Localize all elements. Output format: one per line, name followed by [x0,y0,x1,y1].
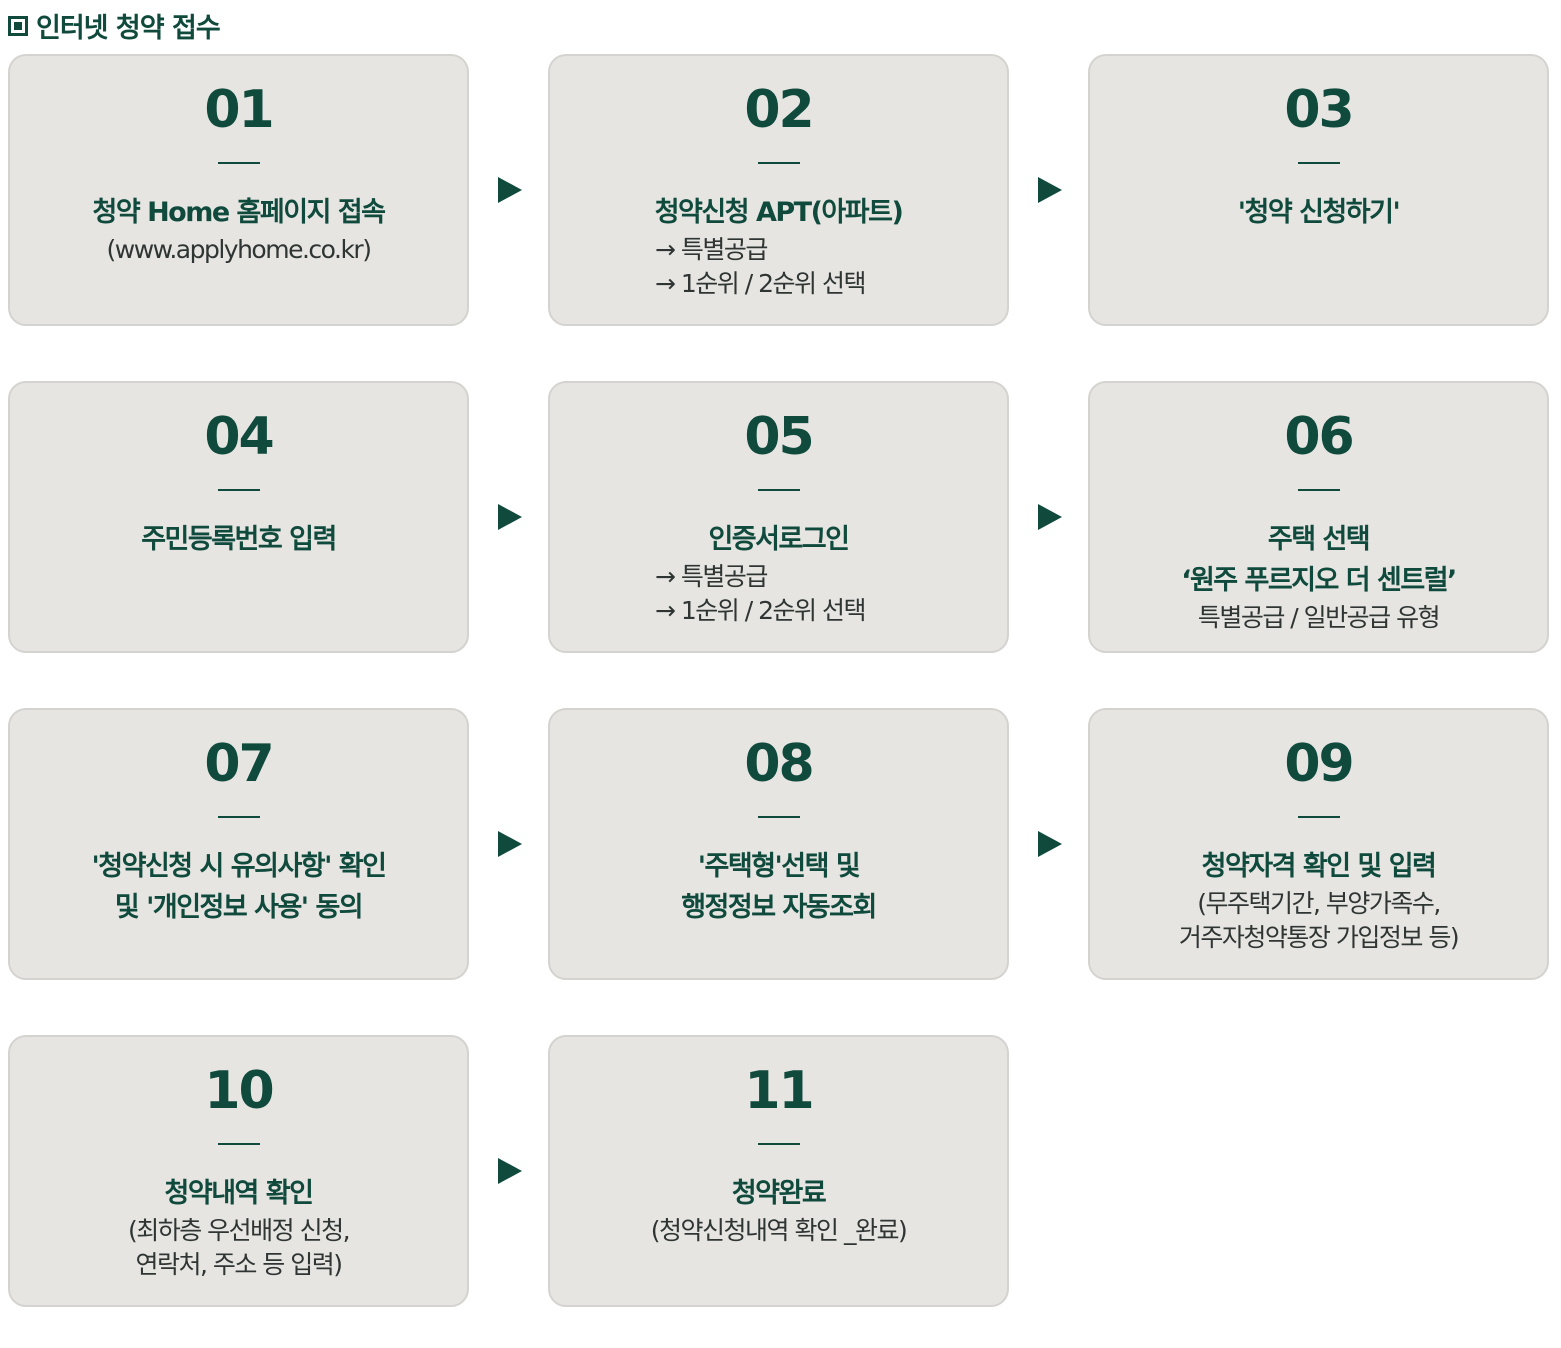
step-number: 09 [1284,734,1354,794]
step-title: 청약 Home 홈페이지 접속 [92,197,386,228]
next-arrow-icon [1038,504,1062,530]
step-title-line2: 행정정보 자동조회 [681,892,877,923]
step-card-02: 02 청약신청 APT(아파트) → 특별공급 → 1순위 / 2순위 선택 [548,54,1009,326]
step-number: 04 [204,407,274,467]
step-number: 02 [744,80,814,140]
step-detail: (최하층 우선배정 신청, [127,1216,351,1245]
step-divider [757,162,800,164]
square-bullet-icon [8,15,28,36]
step-detail: 거주자청약통장 가입정보 등) [1178,923,1460,952]
step-divider [757,816,800,818]
step-card-04: 04 주민등록번호 입력 [8,381,469,653]
step-detail: → 특별공급 [655,562,768,591]
step-detail: 연락처, 주소 등 입력) [135,1250,343,1279]
step-title-line2: ‘원주 푸르지오 더 센트럴’ [1181,565,1457,596]
step-detail: → 1순위 / 2순위 선택 [655,269,866,298]
step-title-line2: 및 '개인정보 사용' 동의 [114,892,364,923]
step-card-07: 07 '청약신청 시 유의사항' 확인 및 '개인정보 사용' 동의 [8,708,469,980]
step-number: 07 [204,734,274,794]
next-arrow-icon [498,177,522,203]
step-card-10: 10 청약내역 확인 (최하층 우선배정 신청, 연락처, 주소 등 입력) [8,1035,469,1307]
step-title: 청약내역 확인 [164,1178,314,1209]
step-divider [217,1143,260,1145]
step-divider [217,489,260,491]
next-arrow-icon [498,504,522,530]
step-title: 청약완료 [731,1178,827,1209]
step-number: 05 [744,407,814,467]
step-detail: (청약신청내역 확인 _완료) [650,1216,908,1245]
heading-text: 인터넷 청약 접수 [36,13,221,44]
step-card-11: 11 청약완료 (청약신청내역 확인 _완료) [548,1035,1009,1307]
step-detail: 특별공급 / 일반공급 유형 [1197,603,1441,632]
step-detail: (www.applyhome.co.kr) [106,235,372,264]
step-title: '청약 신청하기' [1237,197,1401,228]
next-arrow-icon [498,831,522,857]
next-arrow-icon [1038,831,1062,857]
step-divider [217,816,260,818]
step-detail: (무주택기간, 부양가족수, [1197,889,1441,918]
step-divider [757,1143,800,1145]
step-detail: → 1순위 / 2순위 선택 [655,596,866,625]
step-card-08: 08 '주택형'선택 및 행정정보 자동조회 [548,708,1009,980]
step-card-06: 06 주택 선택 ‘원주 푸르지오 더 센트럴’ 특별공급 / 일반공급 유형 [1088,381,1549,653]
step-title: 청약자격 확인 및 입력 [1201,851,1437,882]
step-number: 10 [204,1061,274,1121]
step-card-05: 05 인증서로그인 → 특별공급 → 1순위 / 2순위 선택 [548,381,1009,653]
step-number: 01 [204,80,274,140]
step-title: '주택형'선택 및 [697,851,861,882]
step-title: 주택 선택 [1267,524,1371,555]
step-title: 청약신청 APT(아파트) [654,197,904,228]
step-number: 03 [1284,80,1354,140]
step-divider [1297,816,1340,818]
section-heading: 인터넷 청약 접수 [8,6,221,45]
step-divider [757,489,800,491]
next-arrow-icon [1038,177,1062,203]
step-detail: → 특별공급 [655,235,768,264]
step-divider [1297,489,1340,491]
step-divider [217,162,260,164]
step-title: 주민등록번호 입력 [141,524,337,555]
step-number: 11 [744,1061,814,1121]
step-card-09: 09 청약자격 확인 및 입력 (무주택기간, 부양가족수, 거주자청약통장 가… [1088,708,1549,980]
step-title: 인증서로그인 [708,524,850,555]
step-number: 08 [744,734,814,794]
step-title: '청약신청 시 유의사항' 확인 [91,851,387,882]
next-arrow-icon [498,1158,522,1184]
step-card-01: 01 청약 Home 홈페이지 접속 (www.applyhome.co.kr) [8,54,469,326]
step-divider [1297,162,1340,164]
step-card-03: 03 '청약 신청하기' [1088,54,1549,326]
step-number: 06 [1284,407,1354,467]
